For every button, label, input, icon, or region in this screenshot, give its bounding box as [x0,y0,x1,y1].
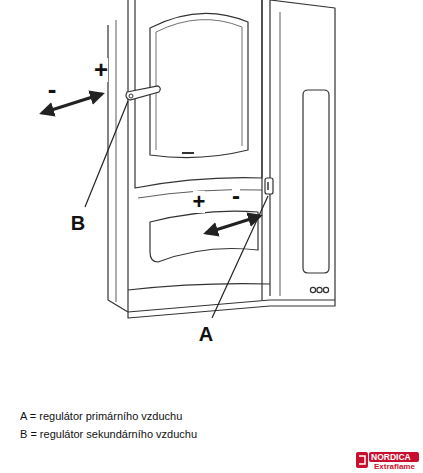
door-mark [182,152,194,154]
lever-a-shape [265,178,273,194]
ashpan-bottom [128,284,270,290]
side-panel-edge [280,12,281,296]
plus-sign: + [94,58,108,82]
stove-outline [108,0,335,318]
side-window [303,90,329,273]
logo-band [369,452,419,462]
lever-a-grip [267,182,269,190]
side-panel [270,0,335,300]
plus-sign: + [193,191,206,213]
lever-b [126,86,160,100]
logo-icon-mark [359,456,365,464]
left-panel [108,25,128,312]
front-frame-right [262,0,270,300]
callout-letter: A [199,324,213,344]
logo-text: Extraflame [374,463,415,471]
lever-a [265,178,273,194]
leader-b [85,101,128,207]
side-dot [317,287,322,292]
leader-a [212,196,268,318]
side-dot [310,287,315,292]
logo-text: NORDICA [371,453,411,462]
side-dot [323,287,328,292]
door-glass-inner [156,20,242,150]
legend-note: B = regulátor sekundárního vzduchu [20,429,197,440]
callout-letter: B [71,213,85,233]
lever-b-hole [129,94,133,98]
door-glass [150,13,248,157]
minus-sign: - [232,184,240,208]
logo-icon [356,452,368,468]
front-frame-left [127,0,128,312]
left-panel-edge [116,20,117,302]
lever-b-shape [126,86,160,100]
stove-base [128,300,335,318]
legend-note: A = regulátor primárního vzduchu [20,411,182,422]
door-outline [135,0,262,188]
minus-sign: - [48,76,57,102]
